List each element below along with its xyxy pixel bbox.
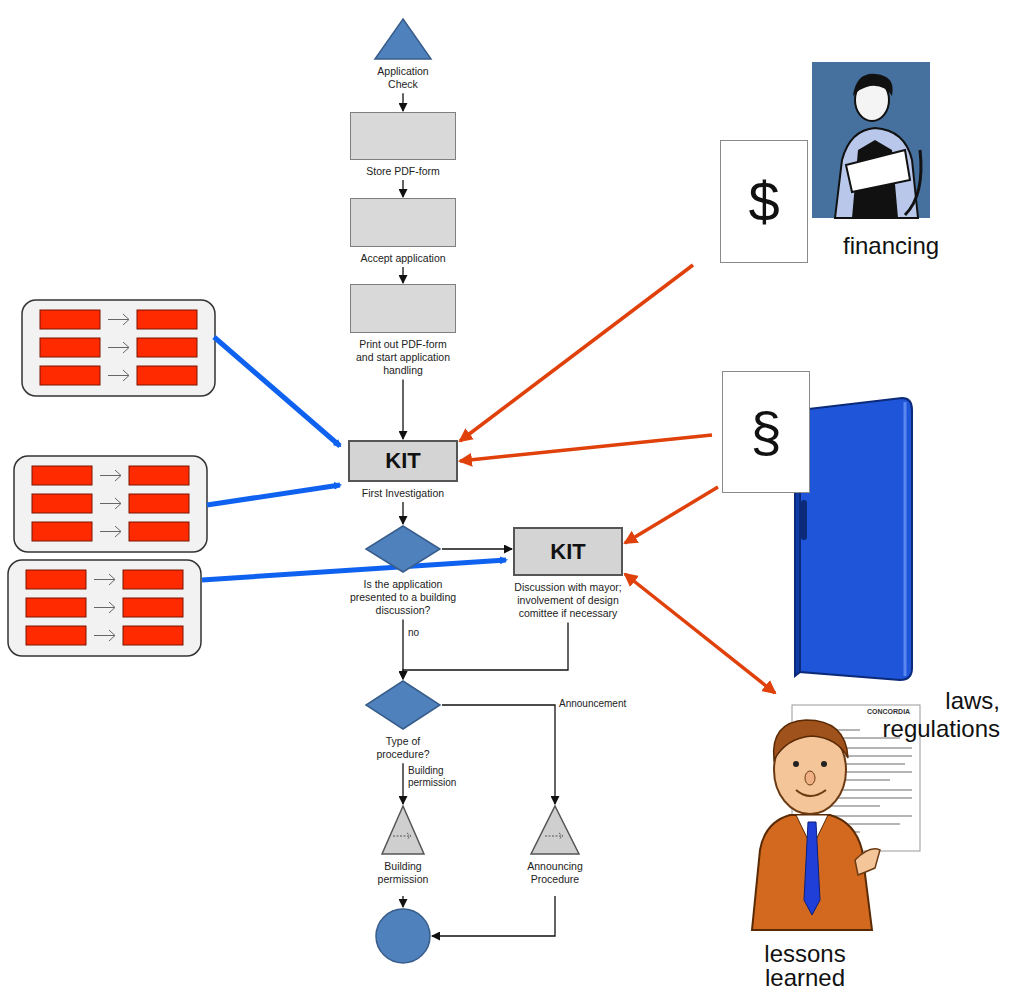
shape-fill xyxy=(375,19,431,59)
symbol-label: § xyxy=(750,404,781,460)
shape-area xyxy=(350,284,456,333)
process-box: Print out PDF-form and start application… xyxy=(333,284,473,377)
symbol-card: § xyxy=(722,371,810,493)
flow-connector xyxy=(402,379,403,439)
subprocess-triangle: Building permission xyxy=(343,805,463,886)
edge-label: Announcement xyxy=(558,698,627,710)
end-event xyxy=(376,896,555,963)
node-label: Store PDF-form xyxy=(338,165,468,178)
kit-box-outline: KIT xyxy=(513,527,623,576)
shape-fill xyxy=(366,526,440,572)
process-box: Store PDF-form xyxy=(333,112,473,178)
mapping-box xyxy=(8,560,201,656)
symbol-card: $ xyxy=(720,140,808,263)
decision-diamond: Type of procedure? xyxy=(333,680,473,761)
node-label: Application Check xyxy=(371,65,435,91)
shape-fill xyxy=(531,806,579,854)
lessons-learned: lessons learned xyxy=(740,695,870,995)
shape-area xyxy=(365,680,441,730)
shape-area xyxy=(381,805,425,855)
laws-card: §laws, regulations xyxy=(722,371,1004,751)
kit-label: KIT xyxy=(385,450,420,472)
mapping-box xyxy=(22,300,215,396)
node-label: lessons learned xyxy=(740,942,870,990)
subprocess-triangle: Announcing Procedure xyxy=(495,805,615,886)
shape-area xyxy=(350,198,456,247)
flow-connector xyxy=(403,622,568,679)
shape-outline xyxy=(365,680,441,730)
kit-box-outline: KIT xyxy=(348,440,458,482)
reference-arrow xyxy=(625,574,775,693)
shape-area xyxy=(350,112,456,160)
flow-connector xyxy=(442,548,512,549)
edge-label: Building permission xyxy=(407,765,471,789)
start-event: Application Check xyxy=(333,18,473,91)
mapping-box xyxy=(14,456,207,552)
edge-label: no xyxy=(407,627,420,639)
node-label: Discussion with mayor; involvement of de… xyxy=(512,581,624,620)
subprocess-mark xyxy=(545,833,563,839)
node-label: Accept application xyxy=(338,252,468,265)
flow-connector xyxy=(402,180,403,197)
flow-connector xyxy=(402,763,403,804)
mapping-arrow xyxy=(214,337,340,446)
symbol-label: $ xyxy=(748,174,779,230)
reference-arrow xyxy=(460,265,693,441)
subprocess-mark xyxy=(393,833,411,839)
decision-diamond: Is the application presented to a buildi… xyxy=(333,525,473,617)
document-heading: CONCORDIA xyxy=(866,708,911,715)
shape-area xyxy=(374,18,432,60)
shape-outline xyxy=(374,18,432,60)
shape-fill xyxy=(382,806,424,854)
shape-outline xyxy=(530,805,580,855)
reader-figure xyxy=(812,62,930,218)
financing-card: $ financing xyxy=(720,140,1005,270)
kit-box: KIT Discussion with mayor; involvement of… xyxy=(502,527,634,620)
flow-connector xyxy=(402,93,403,111)
reference-arrow xyxy=(460,435,712,461)
mapping-arrow xyxy=(202,560,506,580)
shape-fill xyxy=(366,681,440,729)
reference-arrow xyxy=(625,487,718,543)
flow-connector xyxy=(402,267,403,283)
node-label: Is the application presented to a buildi… xyxy=(347,578,459,617)
node-label: Announcing Procedure xyxy=(515,860,595,886)
flow-connector xyxy=(402,502,403,524)
shape-area xyxy=(365,525,441,573)
process-box: Accept application xyxy=(333,198,473,265)
node-label: Type of procedure? xyxy=(363,735,443,761)
mapping-arrow xyxy=(207,485,340,505)
node-label: financing xyxy=(843,232,1003,260)
shape-outline xyxy=(365,525,441,573)
binder xyxy=(795,398,912,680)
shape-area xyxy=(530,805,580,855)
kit-label: KIT xyxy=(550,541,585,563)
node-label: First Investigation xyxy=(338,487,468,500)
node-label: Building permission xyxy=(368,860,438,886)
node-label: Print out PDF-form and start application… xyxy=(353,338,453,377)
kit-box: KIT First Investigation xyxy=(333,440,473,500)
shape-outline xyxy=(381,805,425,855)
